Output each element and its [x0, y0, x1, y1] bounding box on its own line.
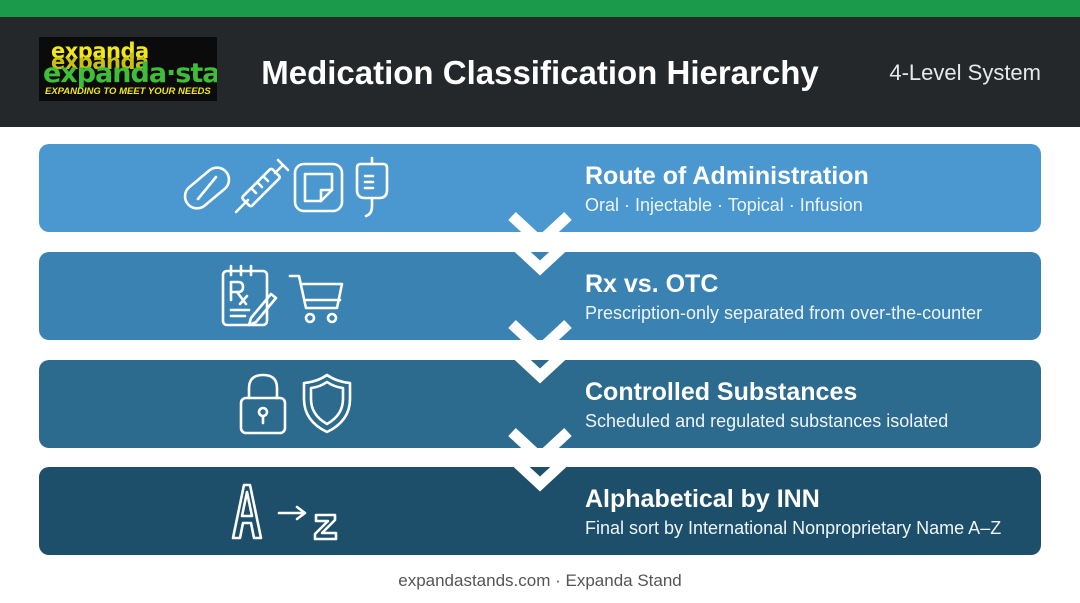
- logo-tagline: EXPANDING TO MEET YOUR NEEDS: [45, 86, 211, 97]
- route-icons: [183, 156, 389, 218]
- page-title: Medication Classification Hierarchy: [261, 54, 819, 91]
- level-route-of-administration: Route of Administration Oral · Injectabl…: [39, 144, 1041, 232]
- footer-credit: expandastands.com · Expanda Stand: [398, 571, 682, 590]
- level-name: Rx vs. OTC: [585, 270, 719, 298]
- rx-otc-icons: [221, 264, 344, 327]
- logo-word-top-echo: expanda: [51, 50, 149, 74]
- chevron-down-icon: [508, 427, 572, 492]
- topical-patch-icon: [293, 162, 344, 213]
- logo-word-top: expanda: [51, 39, 149, 63]
- alphabetical-icons: [231, 483, 338, 541]
- prescription-pad-icon: [221, 264, 278, 327]
- level-name: Alphabetical by INN: [585, 485, 820, 513]
- chevron-down-icon: [508, 319, 572, 384]
- brand-logo: expanda expanda expanda·stand EXPANDING …: [39, 37, 217, 101]
- top-accent-bar: [0, 0, 1080, 17]
- level-description: Prescription-only separated from over-th…: [585, 303, 983, 323]
- level-name: Controlled Substances: [585, 378, 858, 406]
- shield-icon: [302, 373, 352, 434]
- level-description: Scheduled and regulated substances isola…: [585, 411, 949, 431]
- logo-word-main: expanda·stand: [43, 58, 217, 89]
- page-subtitle: 4-Level System: [889, 60, 1041, 85]
- padlock-icon: [239, 373, 287, 435]
- level-name: Route of Administration: [585, 162, 869, 190]
- shopping-cart-icon: [288, 274, 344, 324]
- level-rx-vs-otc: Rx vs. OTC Prescription-only separated f…: [39, 252, 1041, 340]
- a-to-z-sort-icon: [231, 483, 338, 541]
- level-description: Oral · Injectable · Topical · Infusion: [585, 195, 863, 215]
- chevron-down-icon: [508, 211, 572, 276]
- controlled-icons: [239, 373, 352, 435]
- syringe-icon: [234, 158, 290, 214]
- pill-icon: [183, 166, 231, 210]
- iv-bag-icon: [355, 156, 389, 218]
- level-description: Final sort by International Nonproprieta…: [585, 518, 1002, 538]
